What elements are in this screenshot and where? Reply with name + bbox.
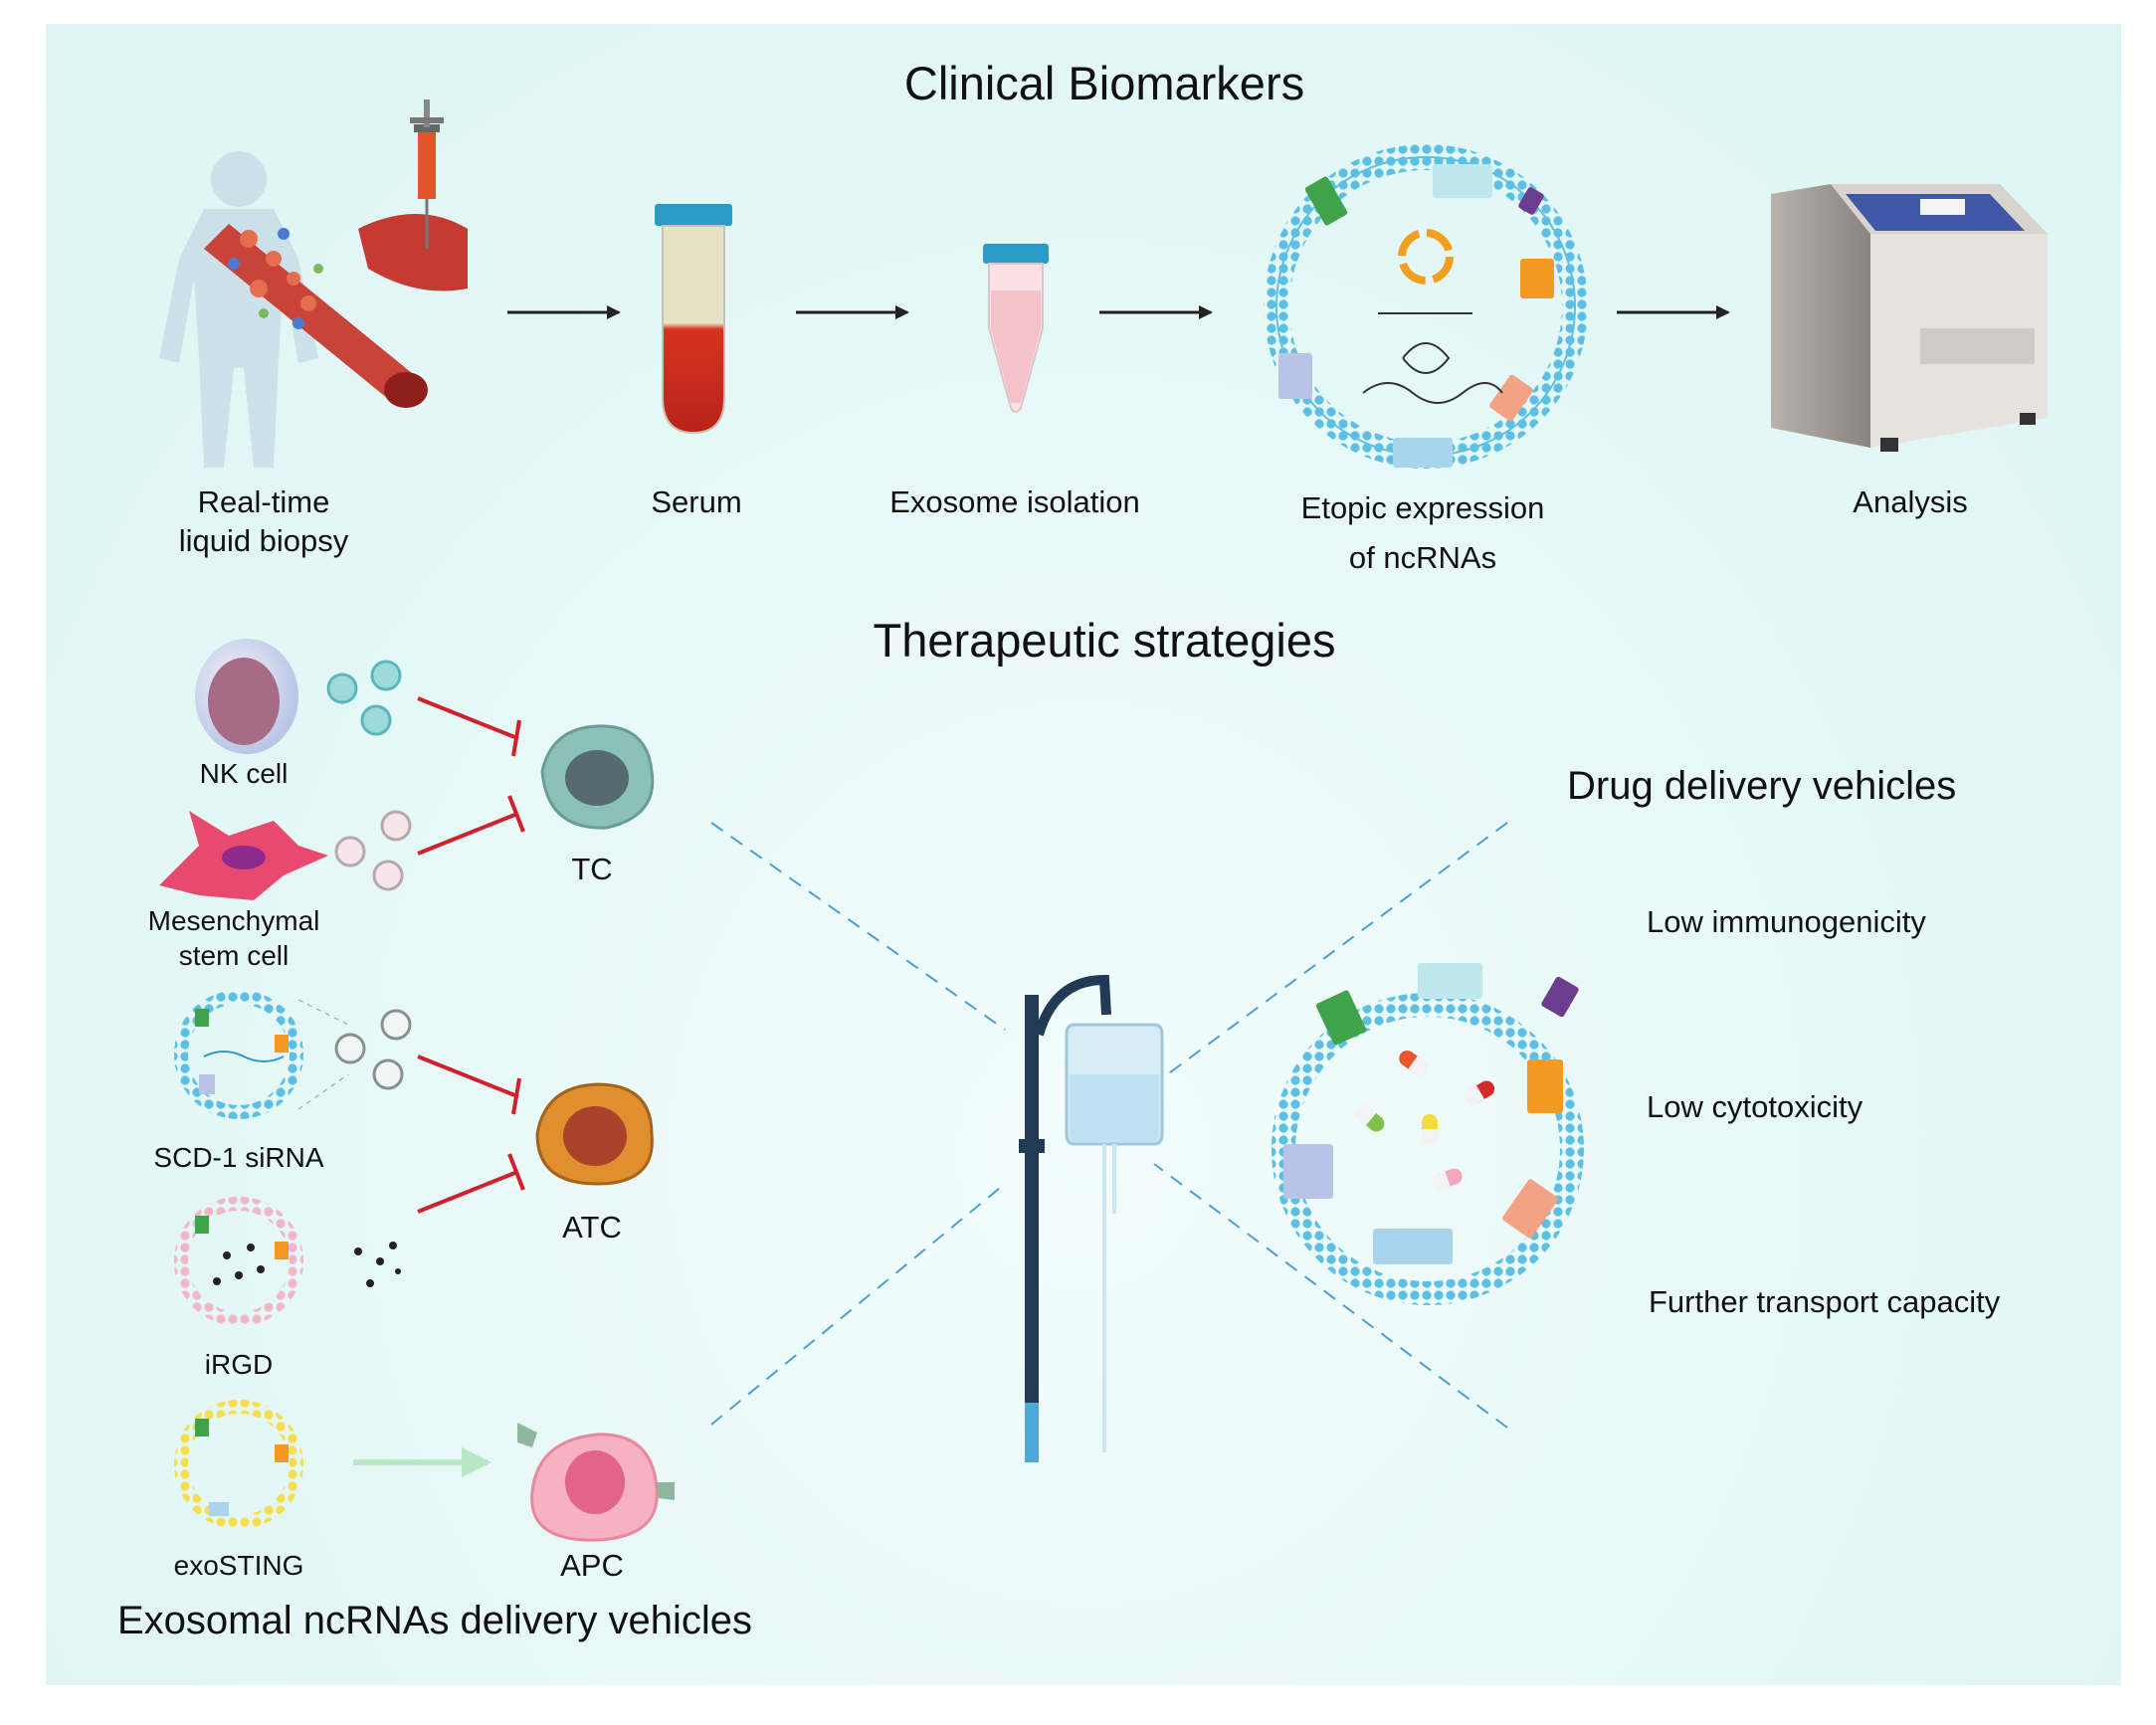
atc-cell-icon bbox=[535, 1082, 654, 1186]
exosting-exosome-icon bbox=[174, 1400, 303, 1529]
nk-cell-icon bbox=[195, 639, 298, 754]
apc-cell-icon bbox=[517, 1423, 675, 1542]
msc-label: Mesenchymal stem cell bbox=[129, 903, 338, 973]
drug-delivery-title: Drug delivery vehicles bbox=[1567, 764, 1957, 808]
irgd-exosome-icon bbox=[174, 1197, 303, 1326]
irgd-particles bbox=[354, 1242, 401, 1287]
apc-label: APC bbox=[560, 1548, 624, 1583]
dashed-connectors bbox=[710, 822, 1508, 1429]
atc-label: ATC bbox=[562, 1210, 622, 1245]
blood-vessel-icon bbox=[204, 214, 468, 408]
scd1-exosomes bbox=[334, 1009, 412, 1090]
drug-exosome-icon bbox=[1272, 963, 1584, 1305]
exosome-tube-icon bbox=[983, 244, 1049, 413]
low-immunogenicity-label: Low immunogenicity bbox=[1647, 904, 1926, 939]
syringe-icon bbox=[410, 99, 444, 249]
scd1-exosome-icon bbox=[174, 990, 349, 1119]
transport-capacity-label: Further transport capacity bbox=[1649, 1284, 2001, 1319]
msc-label-line1: Mesenchymal bbox=[147, 905, 320, 936]
biopsy-label-line1: Real-time bbox=[197, 484, 330, 519]
exosting-label: exoSTING bbox=[173, 1550, 304, 1581]
therapeutic-strategies-title: Therapeutic strategies bbox=[873, 614, 1336, 667]
expression-label-line2: of ncRNAs bbox=[1348, 539, 1497, 575]
pill-capsule-icon bbox=[1354, 1050, 1495, 1192]
stem-cell-icon bbox=[159, 811, 328, 900]
nk-exosomes bbox=[326, 660, 402, 736]
nk-cell-label: NK cell bbox=[199, 758, 289, 789]
scd1-label: SCD-1 siRNA bbox=[153, 1142, 324, 1173]
iv-drip-icon bbox=[1019, 974, 1164, 1462]
biopsy-label: Real-time liquid biopsy bbox=[149, 483, 378, 561]
analysis-label: Analysis bbox=[1853, 484, 1968, 519]
exosome-icon bbox=[1264, 144, 1588, 469]
irgd-label: iRGD bbox=[204, 1349, 274, 1380]
exosomal-vehicles-title: Exosomal ncRNAs delivery vehicles bbox=[117, 1599, 753, 1642]
serum-label: Serum bbox=[651, 484, 742, 519]
exosome-isolation-label: Exosome isolation bbox=[889, 484, 1140, 519]
tumor-cell-icon bbox=[540, 724, 655, 830]
msc-label-line2: stem cell bbox=[178, 940, 290, 971]
clinical-biomarkers-title: Clinical Biomarkers bbox=[903, 57, 1305, 109]
blood-tube-icon bbox=[655, 204, 732, 435]
expression-label: Etopic expression of ncRNAs bbox=[1264, 483, 1582, 582]
biopsy-label-line2: liquid biopsy bbox=[178, 522, 349, 558]
inhibition-lines bbox=[417, 696, 525, 1214]
low-cytotoxicity-label: Low cytotoxicity bbox=[1647, 1089, 1863, 1124]
tc-label: TC bbox=[571, 852, 613, 886]
analyzer-machine-icon bbox=[1771, 184, 2048, 452]
msc-exosomes bbox=[334, 810, 412, 891]
expression-label-line1: Etopic expression bbox=[1300, 490, 1545, 525]
